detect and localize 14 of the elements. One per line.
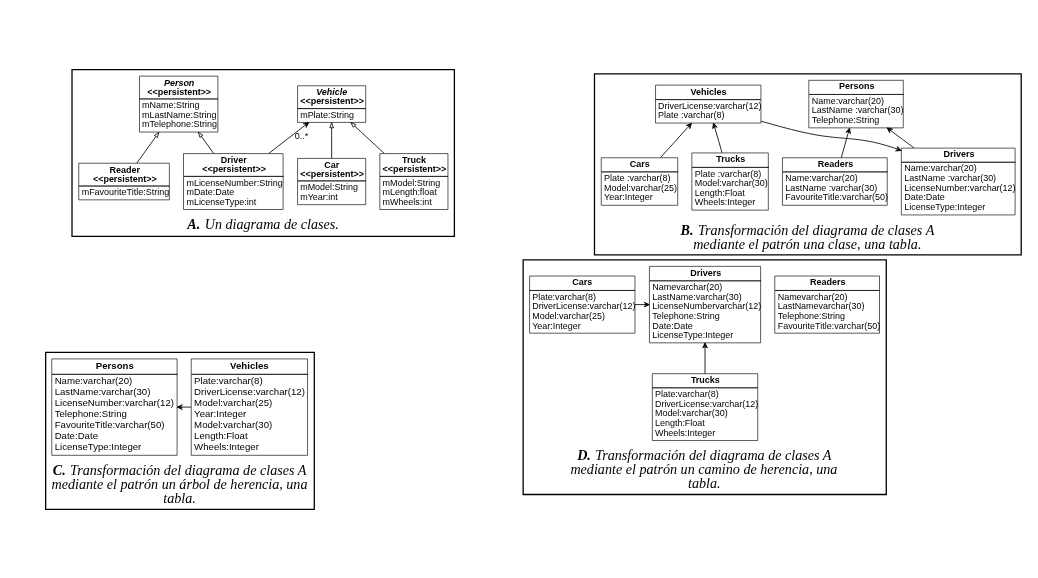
edge-label: 0..* — [294, 130, 309, 141]
arrow — [886, 126, 915, 148]
arrow — [702, 341, 708, 374]
arrow — [329, 121, 334, 159]
arrow — [840, 127, 851, 158]
arrow — [136, 131, 160, 163]
arrow — [268, 121, 310, 154]
arrow — [350, 121, 385, 154]
arrow — [176, 403, 192, 410]
arrow — [634, 301, 650, 307]
arrow — [760, 120, 902, 151]
arrow — [660, 122, 692, 158]
arrow — [197, 131, 214, 154]
arrow — [712, 122, 723, 153]
